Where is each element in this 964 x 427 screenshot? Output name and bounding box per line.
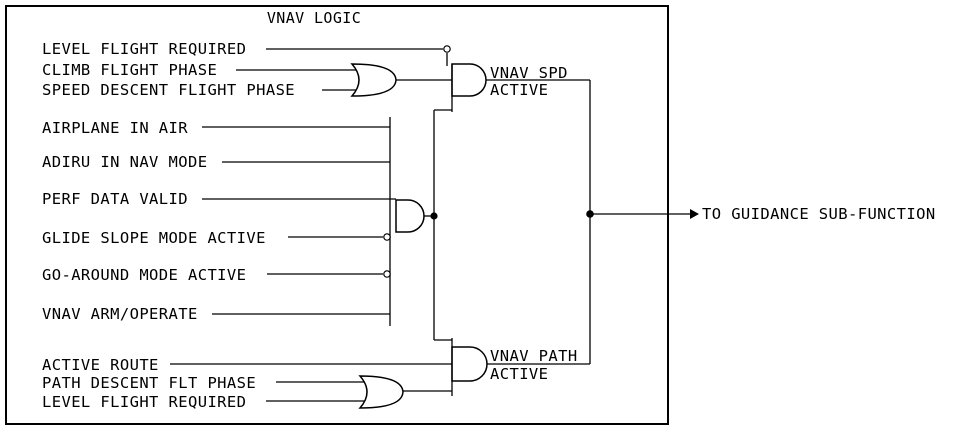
input-speed-descent-flight-phase: SPEED DESCENT FLIGHT PHASE	[42, 81, 295, 99]
go-around-inverter-bubble	[383, 270, 391, 278]
path-or-gate	[358, 375, 404, 409]
input-level-flight-required-spd: LEVEL FLIGHT REQUIRED	[42, 40, 246, 58]
common-and-gate	[395, 199, 425, 233]
output-wires	[589, 80, 699, 364]
spd-or-gate	[350, 63, 397, 97]
logic-frame	[5, 5, 669, 425]
spd-inverter-bubble	[443, 45, 451, 53]
input-glide-slope-mode-active: GLIDE SLOPE MODE ACTIVE	[42, 229, 266, 247]
output-vnav-spd-line1: VNAV SPD	[490, 64, 568, 82]
output-vnav-spd-line2: ACTIVE	[490, 81, 548, 99]
glide-slope-inverter-bubble	[383, 233, 391, 241]
input-perf-data-valid: PERF DATA VALID	[42, 190, 188, 208]
output-vnav-path-line2: ACTIVE	[490, 365, 548, 383]
output-vnav-path-line1: VNAV PATH	[490, 347, 578, 365]
common-junction-dot	[430, 212, 438, 220]
common-wires	[202, 110, 435, 340]
output-junction-dot	[586, 210, 594, 218]
spd-wires	[236, 48, 590, 111]
input-adiru-in-nav-mode: ADIRU IN NAV MODE	[42, 153, 207, 171]
input-level-flight-required-path: LEVEL FLIGHT REQUIRED	[42, 393, 246, 411]
input-climb-flight-phase: CLIMB FLIGHT PHASE	[42, 61, 217, 79]
input-airplane-in-air: AIRPLANE IN AIR	[42, 119, 188, 137]
spd-and-gate	[451, 63, 487, 112]
input-active-route: ACTIVE ROUTE	[42, 356, 159, 374]
input-vnav-arm-operate: VNAV ARM/OPERATE	[42, 305, 198, 323]
path-and-gate	[451, 338, 488, 396]
input-path-descent-flt-phase: PATH DESCENT FLT PHASE	[42, 374, 256, 392]
input-go-around-mode-active: GO-AROUND MODE ACTIVE	[42, 266, 246, 284]
path-wires	[170, 339, 590, 402]
output-to-guidance: TO GUIDANCE SUB-FUNCTION	[702, 205, 936, 223]
diagram-title: VNAV LOGIC	[267, 9, 361, 27]
